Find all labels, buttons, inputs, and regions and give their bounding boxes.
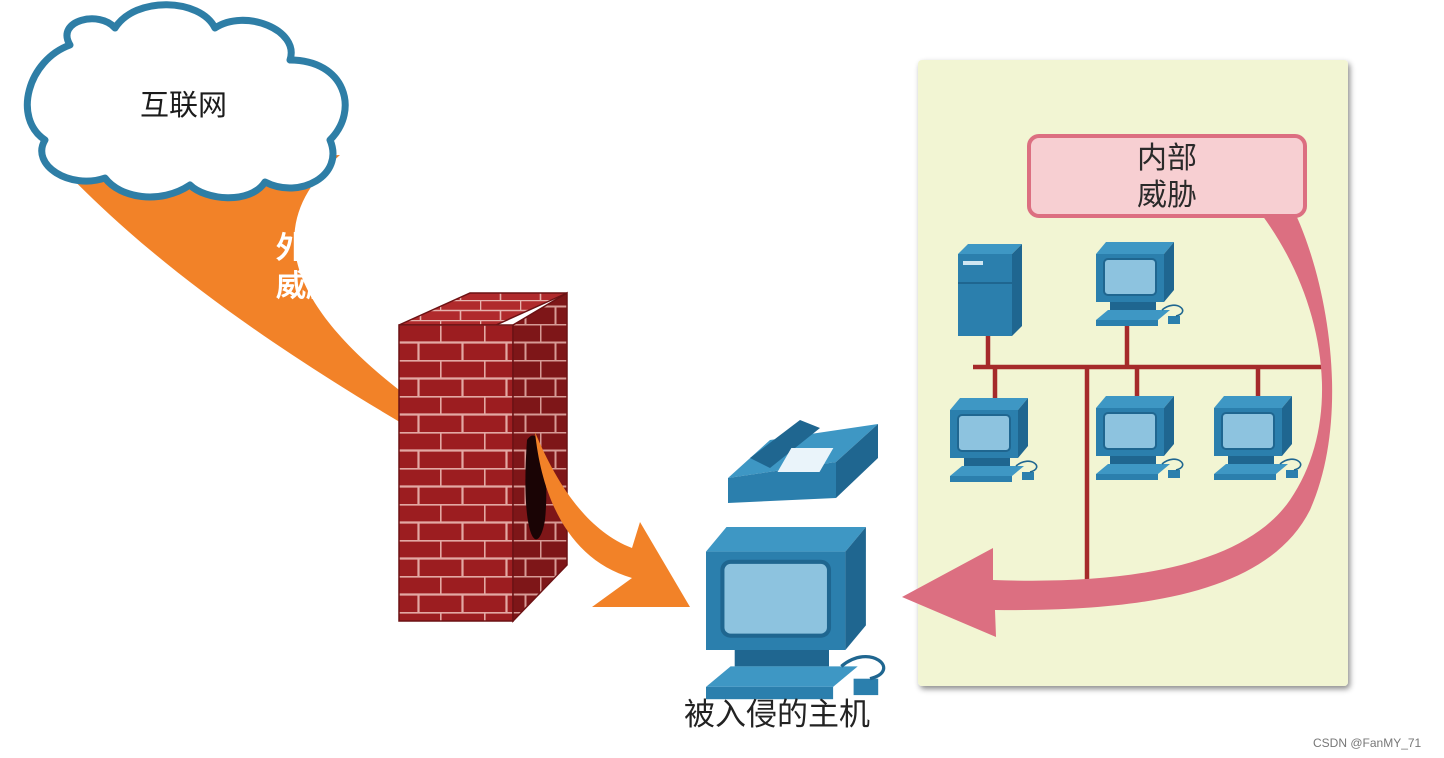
external-threat-label-line: 威胁 (276, 269, 336, 304)
server-icon (958, 244, 1022, 336)
internal-threat-arrow (902, 215, 1333, 637)
computer-icon (706, 527, 884, 699)
phone-icon (728, 420, 878, 503)
external-threat-label: 外部 威胁 (268, 230, 344, 306)
compromised-host-label: 被入侵的主机 (684, 697, 870, 733)
network-lines (973, 318, 1322, 600)
internal-threat-label-line: 内部 (1137, 141, 1197, 176)
watermark: CSDN @FanMY_71 (1313, 736, 1422, 750)
internal-threat-label-line: 威胁 (1137, 178, 1197, 213)
cloud-icon (23, 1, 349, 202)
external-threat-label-line: 外部 (276, 231, 336, 266)
firewall-icon (398, 291, 568, 623)
internal-threat-label: 内部 威胁 (1031, 140, 1303, 214)
internet-label: 互联网 (140, 88, 228, 122)
internal-threat-box (1027, 134, 1307, 218)
external-threat-arrow-head (535, 432, 690, 607)
